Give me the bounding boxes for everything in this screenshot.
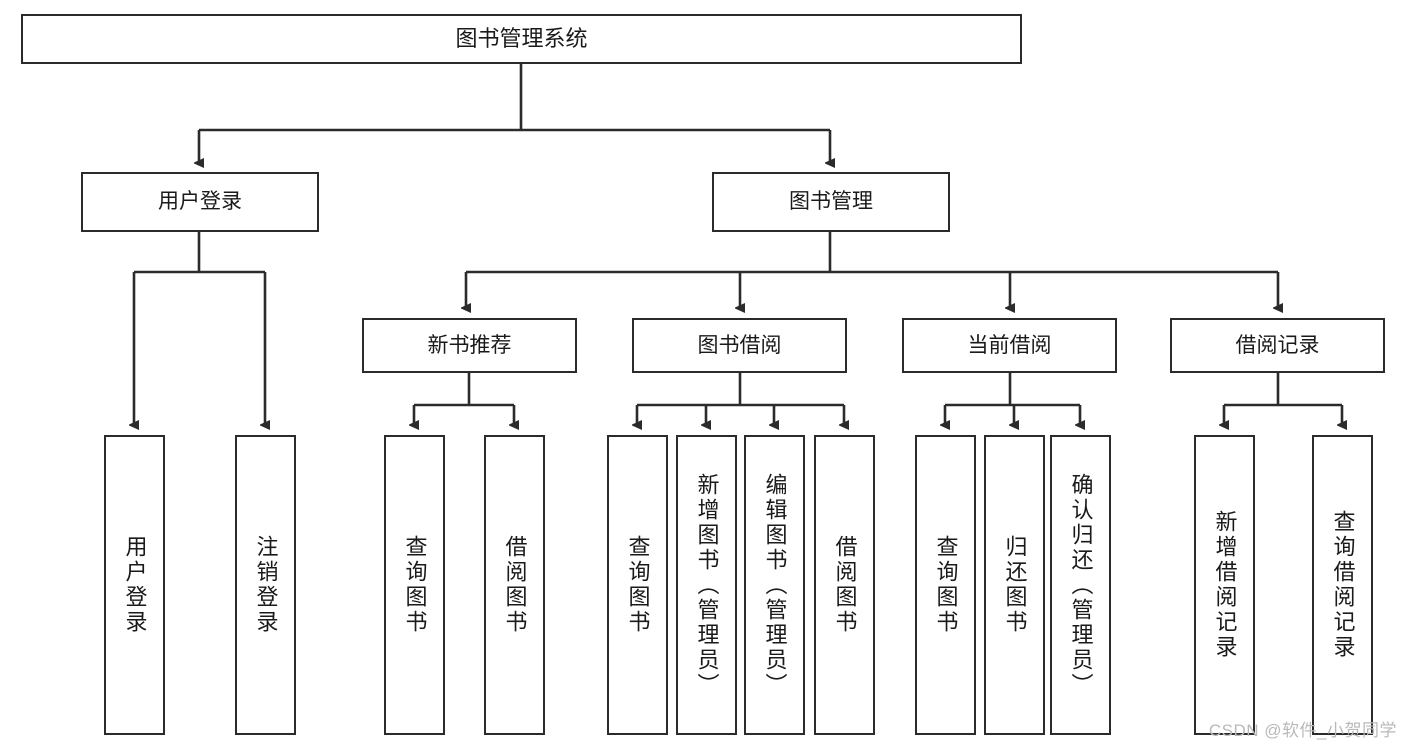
node-leaf-query-book-3[interactable]: 查询图书: [915, 435, 976, 735]
node-leaf-logout-label: 注销登录: [253, 535, 279, 635]
node-leaf-borrow-book-2-label: 借阅图书: [832, 535, 858, 635]
node-leaf-edit-book[interactable]: 编辑图书（管理员）: [744, 435, 805, 735]
node-leaf-query-book-3-label: 查询图书: [933, 535, 959, 635]
node-leaf-add-book[interactable]: 新增图书（管理员）: [676, 435, 737, 735]
node-current-borrow[interactable]: 当前借阅: [902, 318, 1117, 373]
node-user-login-label: 用户登录: [158, 190, 242, 214]
node-leaf-return-book-label: 归还图书: [1002, 535, 1028, 635]
node-user-login[interactable]: 用户登录: [81, 172, 319, 232]
node-book-manage[interactable]: 图书管理: [712, 172, 950, 232]
watermark: CSDN @软件_小贺同学: [1208, 721, 1397, 740]
node-borrow-record[interactable]: 借阅记录: [1170, 318, 1385, 373]
node-leaf-confirm-return-label: 确认归还（管理员）: [1068, 472, 1094, 698]
node-leaf-return-book[interactable]: 归还图书: [984, 435, 1045, 735]
node-leaf-query-book-2[interactable]: 查询图书: [607, 435, 668, 735]
node-leaf-user-login[interactable]: 用户登录: [104, 435, 165, 735]
node-leaf-query-book-1-label: 查询图书: [402, 535, 428, 635]
node-leaf-add-book-label: 新增图书（管理员）: [694, 472, 720, 698]
node-leaf-edit-book-label: 编辑图书（管理员）: [762, 472, 788, 698]
node-leaf-borrow-book-1-label: 借阅图书: [502, 535, 528, 635]
node-current-borrow-label: 当前借阅: [967, 333, 1052, 357]
node-leaf-query-book-2-label: 查询图书: [625, 535, 651, 635]
node-leaf-logout[interactable]: 注销登录: [235, 435, 296, 735]
node-book-borrow[interactable]: 图书借阅: [632, 318, 847, 373]
node-new-book-rec[interactable]: 新书推荐: [362, 318, 577, 373]
node-new-book-rec-label: 新书推荐: [427, 333, 512, 357]
node-leaf-query-book-1[interactable]: 查询图书: [384, 435, 445, 735]
node-borrow-record-label: 借阅记录: [1235, 333, 1320, 357]
node-leaf-query-record[interactable]: 查询借阅记录: [1312, 435, 1373, 735]
node-leaf-add-record-label: 新增借阅记录: [1212, 510, 1238, 660]
node-root[interactable]: 图书管理系统: [21, 14, 1022, 64]
node-book-manage-label: 图书管理: [789, 190, 873, 214]
node-leaf-confirm-return[interactable]: 确认归还（管理员）: [1050, 435, 1111, 735]
node-leaf-borrow-book-2[interactable]: 借阅图书: [814, 435, 875, 735]
node-leaf-add-record[interactable]: 新增借阅记录: [1194, 435, 1255, 735]
node-leaf-query-record-label: 查询借阅记录: [1330, 510, 1356, 660]
node-book-borrow-label: 图书借阅: [697, 333, 782, 357]
node-root-label: 图书管理系统: [455, 25, 588, 51]
node-leaf-borrow-book-1[interactable]: 借阅图书: [484, 435, 545, 735]
node-leaf-user-login-label: 用户登录: [122, 535, 148, 635]
